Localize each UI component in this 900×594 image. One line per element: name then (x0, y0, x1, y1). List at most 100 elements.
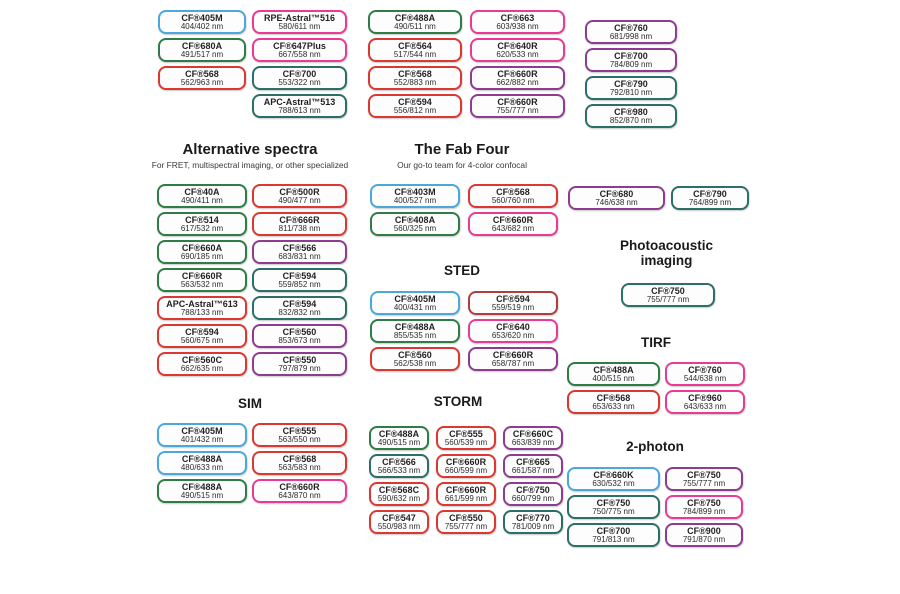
section-subtitle: Our go-to team for 4-color confocal (397, 160, 527, 171)
dye-name: CF®488A (378, 428, 420, 439)
dye-name: CF®568 (596, 392, 631, 403)
dye-name: CF®660R (492, 214, 534, 225)
dye-ex-em: 603/938 nm (496, 21, 539, 31)
dye-ex-em: 788/613 nm (278, 105, 321, 115)
dye-name: CF®790 (693, 188, 727, 199)
dye-name: CF®660R (445, 484, 487, 495)
dye-ex-em: 690/185 nm (180, 251, 224, 261)
section-title: STORM (433, 394, 483, 409)
section-title: TIRF (641, 335, 671, 350)
dye-ex-em: 490/515 nm (377, 437, 421, 447)
dye-ex-em: 620/533 nm (496, 49, 539, 59)
dye-ex-em: 643/870 nm (278, 490, 321, 500)
dye-name: CF®760 (688, 364, 722, 375)
dye-name: CF®660C (512, 428, 554, 439)
dye-name: CF®750 (596, 497, 631, 508)
dye-ex-em: 552/883 nm (393, 77, 437, 87)
dye-ex-em: 559/519 nm (491, 302, 535, 312)
dye-name: CF®547 (382, 512, 416, 523)
dye-ex-em: 784/899 nm (682, 506, 726, 516)
dye-name: CF®700 (596, 525, 631, 536)
section-title: 2-photon (626, 439, 684, 454)
dye-name: APC-Astral™613 (166, 298, 238, 309)
dye-ex-em: 563/583 nm (278, 462, 321, 472)
dye-ex-em: 755/777 nm (646, 294, 690, 304)
dye-name: CF®500R (279, 186, 320, 197)
dye-ex-em: 643/682 nm (491, 223, 535, 233)
dye-name: CF®555 (282, 425, 317, 436)
dye-name: CF®488A (394, 12, 436, 23)
dye-name: CF®566 (382, 456, 416, 467)
dye-name: CF®640 (496, 321, 530, 332)
dye-ex-em: 683/831 nm (278, 251, 321, 261)
section-title: Photoacoustic imaging (619, 238, 713, 268)
section-header: SIM (150, 396, 350, 412)
dye-ex-em: 663/839 nm (511, 437, 555, 447)
dye-ex-em: 660/799 nm (511, 493, 555, 503)
dye-name: CF®408A (394, 214, 436, 225)
dye-name: CF®514 (185, 214, 219, 225)
dye-name: CF®647Plus (273, 40, 326, 51)
dye-name: CF®560 (282, 326, 317, 337)
dye-name: CF®660R (497, 96, 538, 107)
dye-ex-em: 855/535 nm (393, 330, 437, 340)
dye-ex-em: 562/963 nm (180, 77, 224, 87)
dye-ex-em: 490/411 nm (181, 195, 223, 205)
section-header: 2-photon (565, 439, 745, 455)
dye-name: CF®700 (614, 50, 648, 61)
dye-ex-em: 401/432 nm (180, 434, 224, 444)
dye-name: CF®555 (449, 428, 483, 439)
dye-name: CF®640R (497, 40, 538, 51)
dye-ex-em: 400/431 nm (393, 302, 437, 312)
dye-ex-em: 661/599 nm (444, 493, 488, 503)
section-title: SIM (237, 396, 262, 411)
dye-ex-em: 681/998 nm (609, 31, 653, 41)
dye-ex-em: 788/133 nm (180, 307, 224, 317)
dye-ex-em: 661/587 nm (511, 465, 555, 475)
dye-ex-em: 653/620 nm (491, 330, 535, 340)
dye-name: CF®960 (688, 392, 722, 403)
dye-ex-em: 781/009 nm (511, 521, 555, 531)
